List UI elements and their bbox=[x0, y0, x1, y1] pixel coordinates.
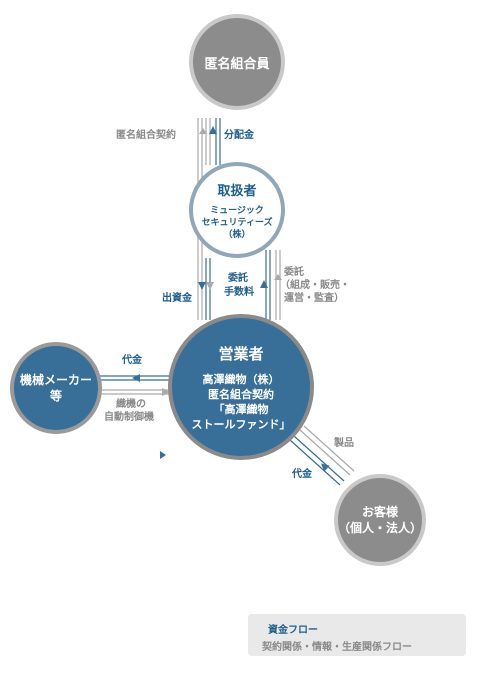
fee-arrow bbox=[260, 280, 268, 288]
marker-triangle bbox=[160, 451, 166, 459]
maker-line1: 機械メーカー bbox=[19, 373, 92, 387]
legend-money: 資金フロー bbox=[268, 625, 318, 636]
operator-line2: 匿名組合契約 bbox=[208, 387, 274, 401]
investment-arrow-2 bbox=[206, 282, 214, 290]
legend: 資金フロー 契約関係・情報・生産関係フロー bbox=[248, 614, 466, 656]
legend-contract: 契約関係・情報・生産関係フロー bbox=[262, 642, 412, 653]
investment-arrow bbox=[198, 282, 206, 290]
handler-sub1: ミュージック bbox=[210, 205, 264, 216]
maker-line2: 等 bbox=[49, 389, 62, 403]
consign-arrow bbox=[274, 274, 282, 280]
product-line-1 bbox=[299, 429, 351, 476]
operator-node: 営業者 高澤織物（株） 匿名組合契約 「高澤織物 ストールファンド」 bbox=[168, 314, 314, 460]
consign-label-3: 運営・監査） bbox=[284, 293, 344, 304]
customer-node: お客様 （個人・法人） bbox=[334, 474, 426, 566]
consign-label-1: 委託 bbox=[284, 267, 304, 278]
product-label: 製品 bbox=[334, 438, 354, 449]
machine-label-1: 織機の bbox=[116, 399, 146, 410]
payment-maker-arrow bbox=[132, 374, 140, 382]
investor-node: 匿名組合員 bbox=[189, 14, 285, 110]
investment-label: 出資金 bbox=[162, 293, 192, 304]
machine-label-2: 自動制御機 bbox=[104, 412, 154, 423]
fee-label-1: 委託 bbox=[228, 273, 248, 284]
machine-arrow bbox=[162, 388, 170, 396]
distribution-arrow bbox=[209, 126, 217, 134]
operator-line4: ストールファンド」 bbox=[191, 417, 291, 431]
distribution-label: 分配金 bbox=[224, 130, 254, 141]
product-line-2 bbox=[303, 425, 355, 472]
payment-customer-label: 代金 bbox=[292, 469, 312, 480]
payment-customer-arrow bbox=[321, 463, 330, 472]
maker-node: 機械メーカー 等 bbox=[10, 342, 102, 434]
customer-line1: お客様 bbox=[361, 505, 398, 519]
payment-maker-label: 代金 bbox=[122, 355, 142, 366]
handler-sub2: セキュリティーズ（株） bbox=[201, 217, 273, 240]
contract-arrow bbox=[199, 128, 207, 134]
operator-title: 営業者 bbox=[218, 344, 264, 363]
payment-customer-line-2 bbox=[289, 439, 341, 486]
consign-label-2: （組成・販売・ bbox=[280, 280, 350, 291]
operator-line1: 高澤織物（株） bbox=[202, 372, 280, 386]
investor-label: 匿名組合員 bbox=[204, 56, 270, 72]
customer-line2: （個人・法人） bbox=[338, 521, 423, 535]
contract-label: 匿名組合契約 bbox=[116, 130, 176, 141]
fee-label-2: 手数料 bbox=[224, 287, 254, 298]
handler-node: 取扱者 ミュージック セキュリティーズ（株） bbox=[189, 162, 285, 258]
operator-line3: 「高澤織物 bbox=[213, 402, 269, 416]
handler-title: 取扱者 bbox=[217, 183, 257, 199]
payment-customer-line-1 bbox=[293, 435, 345, 482]
